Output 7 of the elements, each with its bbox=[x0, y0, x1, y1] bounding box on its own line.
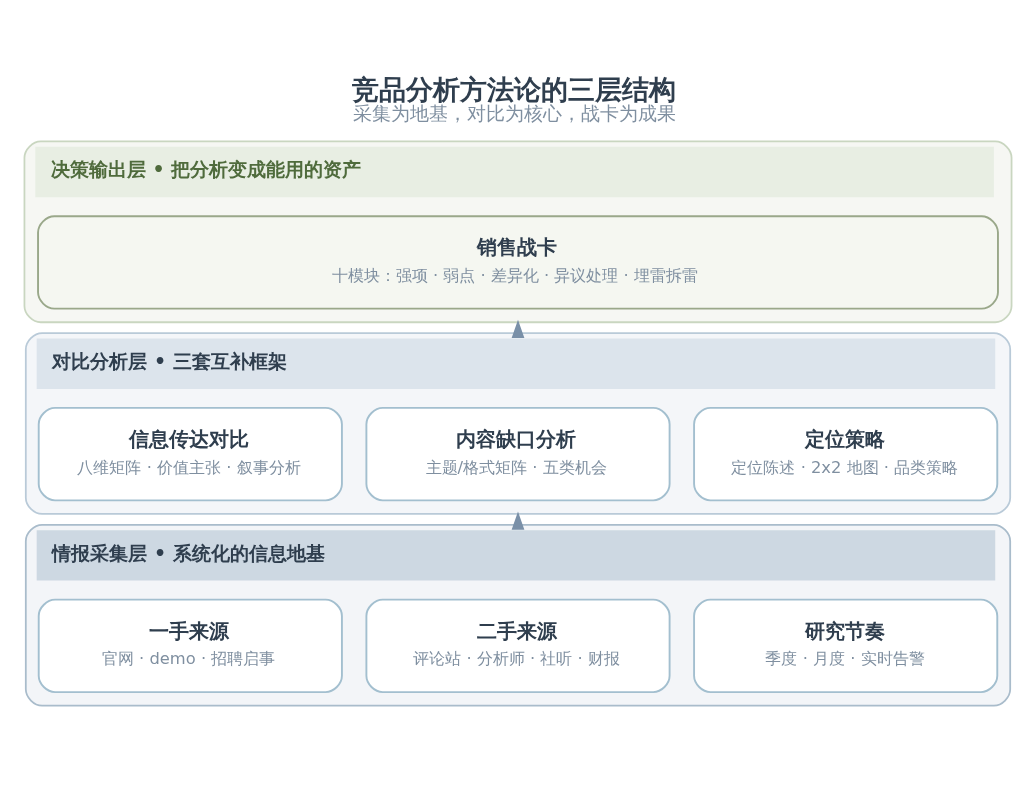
node-box: 信息传达对比 八维矩阵 · 价值主张 · 叙事分析 bbox=[37, 406, 343, 502]
node-box: 研究节奏 季度 · 月度 · 实时告警 bbox=[693, 598, 999, 694]
node-box: 内容缺口分析 主题/格式矩阵 · 五类机会 bbox=[365, 406, 671, 502]
node-box: 销售战卡 十模块：强项 · 弱点 · 差异化 · 异议处理 · 埋雷拆雷 bbox=[37, 215, 999, 310]
node-box: 二手来源 评论站 · 分析师 · 社听 · 财报 bbox=[365, 598, 671, 694]
node-box: 定位策略 定位陈述 · 2x2 地图 · 品类策略 bbox=[693, 406, 999, 502]
node-box: 一手来源 官网 · demo · 招聘启事 bbox=[37, 598, 343, 694]
